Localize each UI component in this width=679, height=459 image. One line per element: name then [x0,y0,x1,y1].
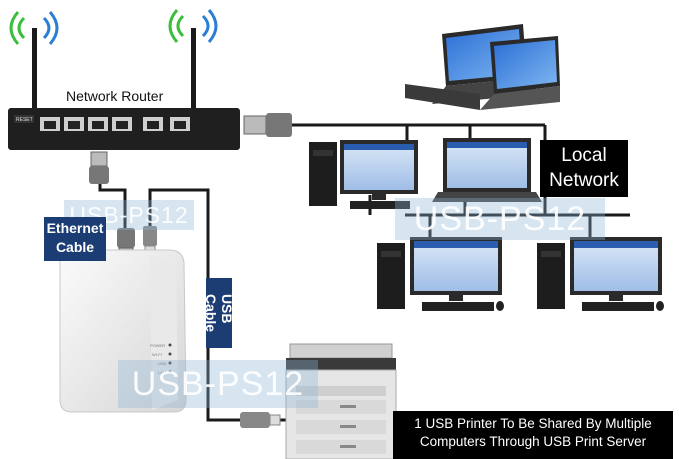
ethernet-plug-top [89,151,109,184]
ethernet-label-line1: Ethernet [46,220,104,236]
device-leds [168,343,172,374]
caption-line1: 1 USB Printer To Be Shared By Multiple [414,416,652,431]
caption-box: 1 USB Printer To Be Shared By Multiple C… [393,411,673,459]
ethernet-plug-router [243,113,292,137]
desktop-3 [537,237,664,311]
usb-cable-label: USB Cable [203,278,235,348]
local-network-line2: Network [549,170,619,191]
watermark-3: USB-PS12 [118,360,318,408]
desktop-1 [309,140,418,209]
laptop-icon-front [405,36,560,110]
wifi-signal-icon-left [9,11,59,45]
router: RESET [8,28,240,150]
svg-text:POWER: POWER [150,343,165,348]
print-server-device: POWER WI-FI USB LAN [59,249,187,413]
svg-text:LAN: LAN [158,370,166,375]
svg-text:WI-FI: WI-FI [152,352,162,357]
ethernet-cable-label: Ethernet Cable [44,217,106,261]
antenna-right [191,28,196,110]
local-network-label: Local Network [540,140,628,197]
svg-text:USB: USB [158,361,167,366]
desktop-2 [377,237,504,311]
wifi-signal-icon-right [168,9,218,43]
ethernet-label-line2: Cable [55,239,95,255]
antenna-left [32,28,37,110]
usb-plug-printer [240,412,281,428]
laptop-middle [432,138,542,202]
svg-text:RESET: RESET [16,117,33,123]
usb-cable-text: USB Cable [203,293,235,333]
printer-icon [285,343,397,459]
caption-line2: Computers Through USB Print Server [419,434,647,449]
watermark-2: USB-PS12 [395,198,605,240]
router-label: Network Router [66,88,164,104]
local-network-line1: Local [561,145,607,166]
